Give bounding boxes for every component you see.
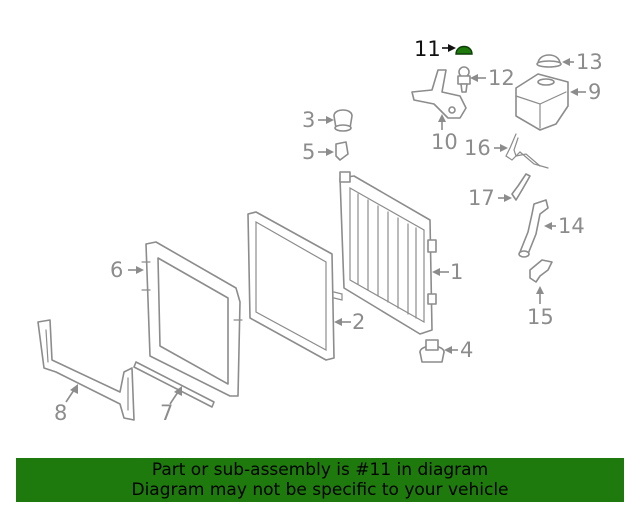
callout-10: 10 — [431, 130, 458, 154]
part-13-reservoir-cap — [536, 54, 562, 68]
part-5-fitting — [335, 141, 349, 161]
callout-12: 12 — [488, 66, 515, 90]
callout-16: 16 — [464, 136, 491, 160]
part-12-sensor — [457, 66, 471, 93]
callout-1: 1 — [450, 260, 463, 284]
banner-line-1: Part or sub-assembly is #11 in diagram — [151, 460, 489, 480]
parts-diagram: 1 2 3 4 5 6 7 8 9 10 11 12 13 14 15 16 1… — [37, 37, 603, 425]
callout-9: 9 — [588, 80, 601, 104]
part-17-hose — [511, 173, 531, 201]
callout-6: 6 — [110, 258, 123, 282]
part-4-drain-plug — [419, 339, 445, 363]
info-banner: Part or sub-assembly is #11 in diagram D… — [16, 458, 624, 502]
part-16-pipe — [505, 133, 549, 169]
callout-14: 14 — [558, 214, 585, 238]
callout-15: 15 — [527, 305, 554, 329]
part-8-lower-bracket — [37, 319, 135, 421]
callout-3: 3 — [302, 108, 315, 132]
part-11-clip — [455, 45, 473, 55]
banner-line-2: Diagram may not be specific to your vehi… — [131, 480, 509, 500]
part-2-condenser — [247, 211, 343, 361]
part-14-hose — [518, 199, 549, 258]
part-9-reservoir — [515, 73, 569, 131]
callout-7: 7 — [160, 401, 173, 425]
callout-5: 5 — [302, 140, 315, 164]
callout-17: 17 — [468, 186, 495, 210]
leaders — [65, 44, 586, 405]
callout-11: 11 — [414, 37, 441, 61]
part-15-hose — [529, 259, 553, 283]
callout-2: 2 — [352, 310, 365, 334]
part-6-frame — [141, 241, 243, 397]
part-7-seal-strip — [133, 361, 215, 408]
part-1-radiator — [339, 171, 437, 335]
callout-13: 13 — [576, 50, 603, 74]
callout-4: 4 — [460, 338, 473, 362]
callout-8: 8 — [54, 401, 67, 425]
part-3-cap — [333, 109, 353, 132]
part-10-bracket — [411, 69, 467, 119]
